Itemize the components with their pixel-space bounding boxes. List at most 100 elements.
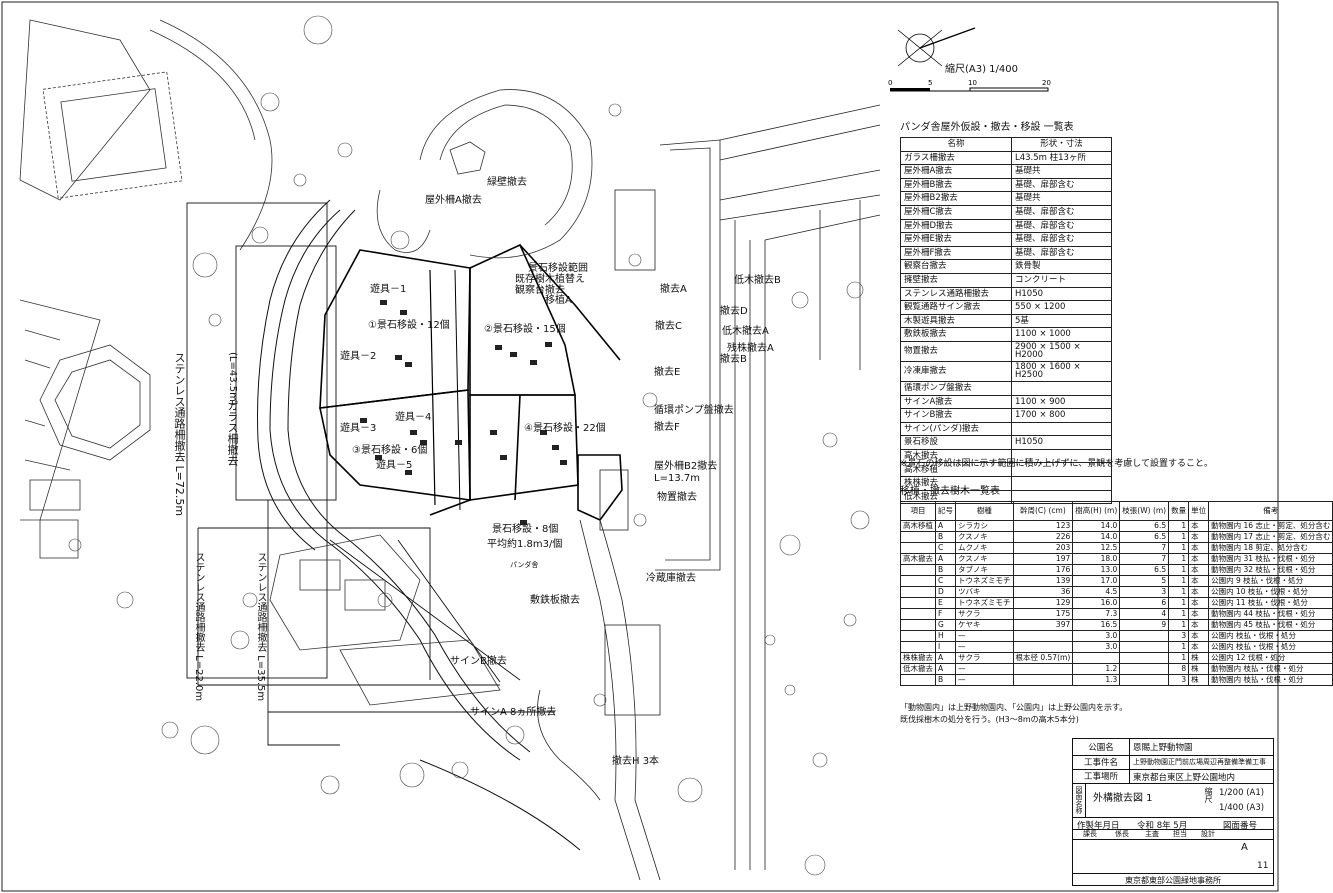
t1-cell-name: 屋外柵E撤去 bbox=[900, 232, 1012, 247]
t2-cell: 3.0 bbox=[1072, 630, 1121, 642]
tree-symbol bbox=[190, 725, 220, 755]
t2-cell: 公園内 11 枝払・伐根・処分 bbox=[1208, 597, 1333, 609]
label-remove-e: 撤去E bbox=[654, 367, 681, 378]
t1-cell-dims: 550 × 1200 bbox=[1011, 300, 1112, 315]
stone-marker bbox=[510, 352, 517, 357]
label-stone2: ②景石移設・15個 bbox=[484, 324, 566, 335]
t2-cell: 動物園内 45 枝払・伐根・処分 bbox=[1208, 619, 1333, 631]
t2-cell: 1 bbox=[1168, 586, 1190, 598]
t2-cell: A bbox=[935, 553, 956, 565]
t2-cell bbox=[900, 674, 936, 686]
label-cool: 冷蔵庫撤去 bbox=[646, 573, 696, 584]
stone-marker bbox=[520, 520, 527, 525]
t2-cell: 動物園内 44 枝払・伐根・処分 bbox=[1208, 608, 1333, 620]
t2-cell: 1.3 bbox=[1072, 674, 1121, 686]
t1-cell-name: サイン(パンダ)撤去 bbox=[900, 421, 1012, 437]
label-greening: 緑壁撤去 bbox=[487, 177, 527, 188]
tree-symbol bbox=[337, 142, 353, 158]
t2-cell: 6.5 bbox=[1119, 531, 1170, 543]
t1-cell-name: 擁壁撤去 bbox=[900, 272, 1012, 288]
scale-tick-0: 0 bbox=[888, 79, 892, 87]
t2-cell: 動物園内 16 志止・剪定、処分含む bbox=[1208, 520, 1333, 532]
t2-cell: 本 bbox=[1188, 608, 1210, 620]
t2-cell bbox=[900, 564, 936, 576]
t2-cell: サクラ bbox=[955, 652, 1014, 664]
north-island bbox=[376, 89, 593, 259]
tb-role-4: 担当 bbox=[1173, 830, 1187, 838]
t2-cell bbox=[900, 641, 936, 653]
t2-cell: A bbox=[935, 663, 956, 675]
t2-cell: 高木移植 bbox=[900, 520, 936, 532]
tb-role-1: 課長 bbox=[1083, 830, 1097, 838]
t2-cell: 16.5 bbox=[1072, 619, 1121, 631]
t2-cell: 176 bbox=[1012, 564, 1074, 576]
t1-row: 屋外柵B2撤去基礎共 bbox=[900, 191, 1112, 206]
t2-cell bbox=[1012, 674, 1074, 686]
tree-symbol bbox=[303, 15, 333, 45]
t2-cell: 175 bbox=[1012, 608, 1074, 620]
t2-header: 枝張(W) (m) bbox=[1119, 501, 1170, 521]
tree-symbol bbox=[451, 761, 469, 779]
t2-header: 記号 bbox=[935, 501, 956, 521]
t2-cell: 17.0 bbox=[1072, 575, 1121, 587]
t2-cell: クスノキ bbox=[955, 553, 1014, 565]
label-remove-d: 撤去D bbox=[720, 306, 748, 317]
t2-cell: 3.0 bbox=[1072, 641, 1121, 653]
t2-cell: F bbox=[935, 608, 956, 620]
t2-cell: 株株撤去 bbox=[900, 652, 936, 664]
tb-no-key: 図面番号 bbox=[1223, 821, 1258, 831]
t1-cell-name: 木製遊具撤去 bbox=[900, 313, 1012, 329]
label-stone-note1: 既存樹木植替え bbox=[515, 274, 585, 285]
t2-cell: 動物園内 31 枝払・伐根・処分 bbox=[1208, 553, 1333, 565]
t2-cell: 本 bbox=[1188, 531, 1210, 543]
t2-cell: 根本径 0.57(m) bbox=[1012, 652, 1074, 664]
tree-symbol bbox=[593, 693, 607, 707]
t1-cell-name: 屋外柵F撤去 bbox=[900, 245, 1012, 261]
t2-cell: 5 bbox=[1119, 575, 1170, 587]
t1-cell-dims: 基礎共 bbox=[1011, 191, 1112, 206]
stone-marker bbox=[380, 300, 387, 305]
t1-cell-dims: 基礎、扉部含む bbox=[1011, 177, 1112, 193]
t2-cell: 7 bbox=[1119, 553, 1170, 565]
t2-header: 幹周(C) (cm) bbox=[1012, 501, 1074, 521]
t1-cell-name: 屋外柵C撤去 bbox=[900, 204, 1012, 220]
t1-cell-name: 景石移設 bbox=[900, 435, 1012, 450]
t2-cell: 本 bbox=[1188, 564, 1210, 576]
stone-markers bbox=[360, 300, 567, 525]
label-remove-b: 撤去B bbox=[720, 354, 747, 365]
t1-cell-name: 屋外柵D撤去 bbox=[900, 218, 1012, 234]
stone-marker bbox=[500, 455, 507, 460]
t2-cell bbox=[900, 542, 936, 554]
t1-cell-dims: 基礎、扉部含む bbox=[1011, 204, 1112, 220]
t1-cell-name: 屋外柵B撤去 bbox=[900, 177, 1012, 193]
tree-symbol bbox=[779, 534, 801, 556]
tree-list-table: 移植・撤去樹木一覧表 項目記号樹種幹周(C) (cm)樹高(H) (m)枝張(W… bbox=[900, 482, 1333, 686]
tb-place-key: 工事場所 bbox=[1073, 769, 1130, 783]
t2-cell: 203 bbox=[1012, 542, 1074, 554]
t2-cell: 本 bbox=[1188, 553, 1210, 565]
t1-cell-dims bbox=[1011, 421, 1112, 437]
tree-symbol bbox=[242, 592, 258, 608]
t2-cell: ケヤキ bbox=[955, 619, 1014, 631]
t2-cell bbox=[1119, 630, 1170, 642]
stone-marker bbox=[360, 418, 367, 423]
label-stainless-fence: ステンレス通路柵撤去 L=72.5m bbox=[173, 352, 186, 517]
t2-cell: 4 bbox=[1119, 608, 1170, 620]
tree-symbol bbox=[320, 775, 340, 795]
t2-cell: 12.5 bbox=[1072, 542, 1121, 554]
t2-cell bbox=[900, 575, 936, 587]
t2-cell: サクラ bbox=[955, 608, 1014, 620]
t1-cell-dims: 1800 × 1600 × H2500 bbox=[1011, 360, 1112, 382]
t1-cell-dims: 2900 × 1500 × H2000 bbox=[1011, 340, 1112, 362]
t2-cell: 14.0 bbox=[1072, 520, 1121, 532]
t2-cell: 6.5 bbox=[1119, 564, 1170, 576]
scale-tick-10: 10 bbox=[968, 79, 977, 87]
label-pump: 循環ポンプ盤撤去 bbox=[654, 405, 734, 416]
